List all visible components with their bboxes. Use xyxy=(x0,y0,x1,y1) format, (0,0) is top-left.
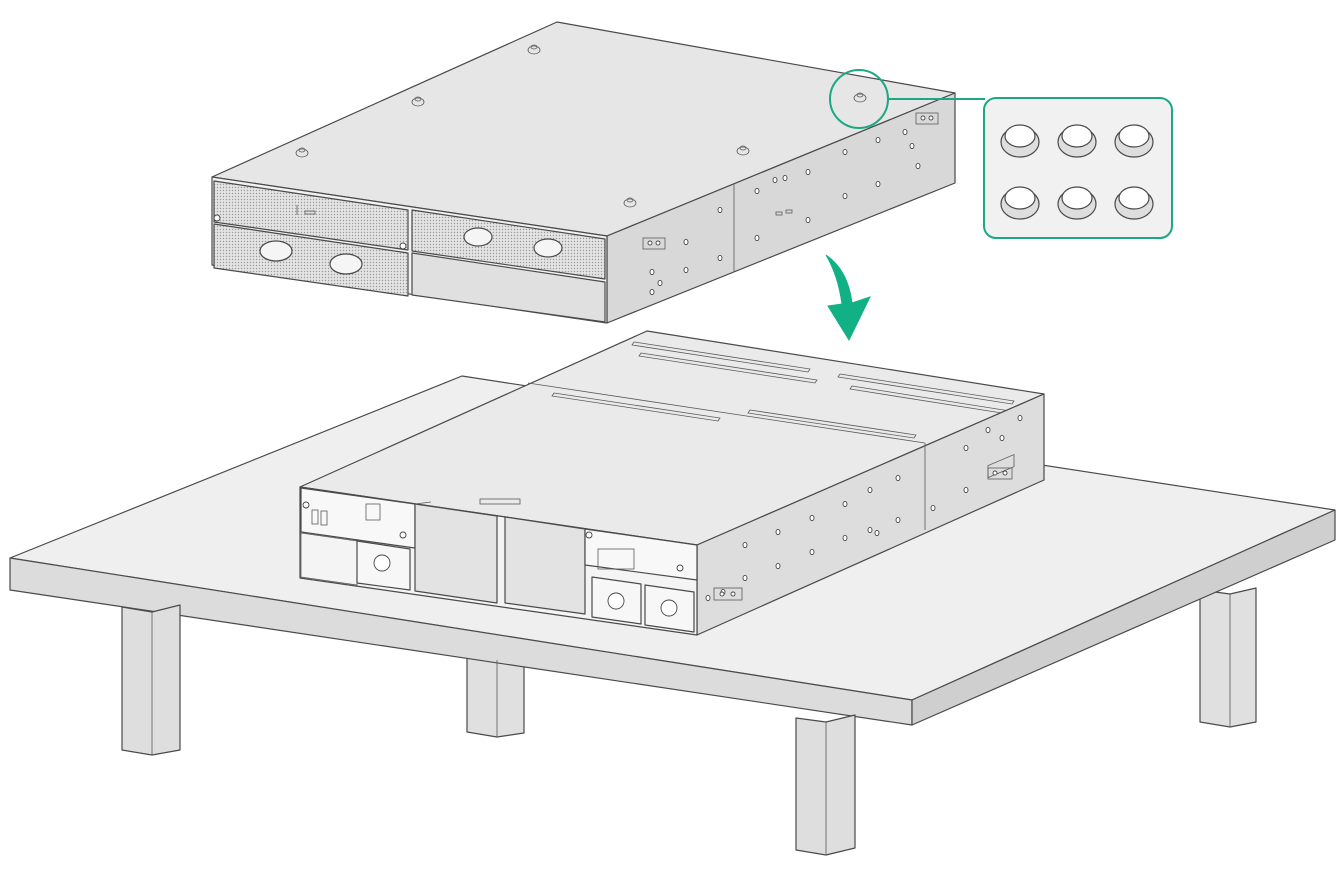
table-leg-front-left xyxy=(121,604,181,756)
chassis-to-install xyxy=(211,21,956,324)
rubber-foot-icon xyxy=(1057,124,1097,158)
rubber-foot-icon xyxy=(411,96,425,107)
rubber-foot-icon xyxy=(1057,186,1097,220)
rubber-foot-icon xyxy=(1000,124,1040,158)
rubber-foot-icon xyxy=(295,147,309,158)
rubber-foot-icon xyxy=(1000,186,1040,220)
down-arrow-icon xyxy=(825,254,871,342)
rubber-foot-icon xyxy=(527,44,541,55)
top-side-holes xyxy=(649,128,921,296)
rubber-foot-icon xyxy=(853,92,867,103)
rubber-foot-callout xyxy=(829,69,1173,239)
chassis-on-workbench xyxy=(299,330,1045,636)
table-leg-front-right xyxy=(795,714,856,856)
rubber-foot-icon xyxy=(736,145,750,156)
table-leg-back-left xyxy=(466,653,525,738)
rubber-foot-icon xyxy=(1114,124,1154,158)
side-holes xyxy=(705,414,1023,602)
rubber-foot-icon xyxy=(1114,186,1154,220)
rubber-foot-icon xyxy=(623,197,637,208)
rubber-feet-on-chassis xyxy=(295,44,867,208)
callout-feet xyxy=(1000,124,1154,220)
table-leg-back-right xyxy=(1199,587,1257,728)
table-right-edge xyxy=(911,509,1336,726)
